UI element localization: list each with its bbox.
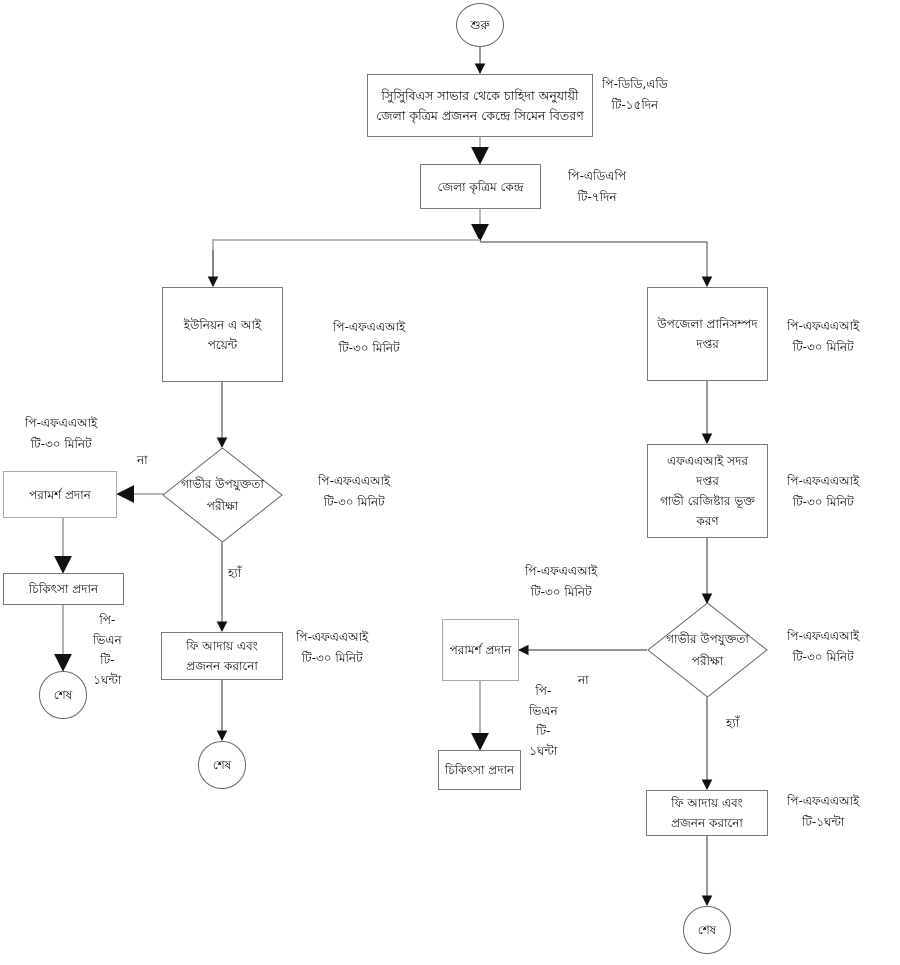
start-label: শুরু	[470, 18, 490, 32]
annotation-union-ai-person: পি-এফএএআই	[333, 320, 406, 334]
annotation-right-check: পি-এফএএআই টি-৩০ মিনিট	[787, 626, 859, 668]
annotation-faai-office: পি-এফএএআই টি-৩০ মিনিট	[787, 471, 859, 513]
faai-office-line-2: দপ্তর	[696, 474, 719, 488]
union-ai-line-1: ইউনিয়ন এ আই	[183, 317, 262, 332]
right-end-node[interactable]: শেষ	[683, 906, 731, 954]
annotation-left-treat-t: টি-	[100, 653, 115, 667]
annotation-left-check-person: পি-এফএএআই	[318, 474, 391, 488]
left-treat-node[interactable]: চিকিৎসা প্রদান	[3, 573, 124, 605]
annotation-faai-office-time: টি-৩০ মিনিট	[792, 495, 854, 509]
right-check-line-1: গাভীর উপযুক্ততা	[666, 632, 749, 646]
upazila-line-2: দপ্তর	[696, 337, 719, 351]
annotation-left-treat-person: ভিএন	[93, 633, 122, 647]
left-fee-line-1: ফি আদায় এবং	[186, 639, 258, 653]
right-end-label: শেষ	[697, 923, 717, 937]
annotation-right-treat-t: টি-	[536, 724, 551, 738]
edge-split-union	[212, 239, 480, 286]
annotation-supply-time: টি-১৫দিন	[611, 98, 659, 112]
annotation-left-fee-time: টি-৩০ মিনিট	[301, 651, 363, 665]
annotation-right-treat-person: ভিএন	[529, 704, 558, 718]
left-counsel-node[interactable]: পরামর্শ প্রদান	[3, 471, 117, 518]
left-check-decision[interactable]: গাভীর উপযুক্ততা পরীক্ষা	[162, 448, 283, 542]
faai-office-node[interactable]: এফএএআই সদর দপ্তর গাভী রেজিষ্টার ভূক্ত কর…	[647, 444, 768, 538]
annotation-left-counsel: পি-এফএএআই টি-৩০ মিনিট	[25, 413, 97, 455]
supply-node[interactable]: সিুসিুবিএস সাভার থেকে চাহিদা অনুযায়ী জে…	[367, 74, 593, 137]
left-treat-label: চিকিৎসা প্রদান	[28, 582, 99, 596]
annotation-right-fee-person: পি-এফএএআই	[787, 794, 860, 808]
diamond-shape	[647, 603, 768, 697]
upazila-node[interactable]: উপজেলা প্রানিসম্পদ দপ্তর	[647, 287, 768, 381]
annotation-right-treat-p: পি-	[535, 684, 552, 698]
left-fee-end-label: শেষ	[212, 758, 232, 772]
annotation-upazila: পি-এফএএআই টি-৩০ মিনিট	[787, 316, 859, 358]
annotation-left-fee-person: পি-এফএএআই	[296, 630, 369, 644]
annotation-left-check-time: টি-৩০ মিনিট	[323, 495, 385, 509]
annotation-left-check: পি-এফএএআই টি-৩০ মিনিট	[318, 471, 390, 513]
left-check-line-1: গাভীর উপযুক্ততা	[181, 477, 264, 491]
right-counsel-node[interactable]: পরামর্শ প্রদান	[442, 619, 519, 681]
district-node[interactable]: জেলা কৃত্রিম কেন্দ্র	[420, 164, 541, 209]
right-fee-line-1: ফি আদায় এবং	[671, 796, 743, 810]
annotation-upazila-time: টি-৩০ মিনিট	[792, 340, 854, 354]
edge-label-left-yes: হ্যাঁ	[228, 566, 242, 580]
faai-office-line-3: গাভী রেজিষ্টার ভূক্ত	[660, 494, 755, 508]
edge-split-upazila	[480, 241, 713, 288]
left-fee-node[interactable]: ফি আদায় এবং প্রজনন করানো	[161, 632, 283, 680]
left-end-node[interactable]: শেষ	[39, 671, 87, 719]
union-ai-node[interactable]: ইউনিয়ন এ আই পয়েন্ট	[162, 287, 283, 382]
annotation-supply: পি-ডিডি,এডি টি-১৫দিন	[602, 74, 668, 116]
annotation-right-treat-time: ১ঘন্টা	[529, 744, 558, 758]
annotation-union-ai: পি-এফএএআই টি-৩০ মিনিট	[333, 317, 405, 359]
right-treat-node[interactable]: চিকিৎসা প্রদান	[438, 750, 521, 790]
union-ai-line-2: পয়েন্ট	[207, 337, 238, 352]
right-treat-label: চিকিৎসা প্রদান	[444, 763, 515, 777]
left-counsel-label: পরামর্শ প্রদান	[29, 487, 91, 502]
right-check-line-2: পরীক্ষা	[691, 654, 724, 668]
left-fee-line-2: প্রজনন করানো	[186, 659, 258, 673]
right-check-decision[interactable]: গাভীর উপযুক্ততা পরীক্ষা	[647, 603, 768, 697]
annotation-left-counsel-person: পি-এফএএআই	[25, 416, 98, 430]
left-fee-end-node[interactable]: শেষ	[198, 741, 246, 789]
annotation-left-treat-time: ১ঘন্টা	[93, 673, 122, 687]
annotation-supply-person: পি-ডিডি,এডি	[602, 77, 668, 91]
start-node[interactable]: শুরু	[456, 3, 504, 47]
left-end-label: শেষ	[53, 688, 73, 702]
annotation-right-treat: পি- ভিএন টি- ১ঘন্টা	[529, 681, 558, 761]
annotation-right-check-time: টি-৩০ মিনিট	[792, 650, 854, 664]
annotation-upazila-person: পি-এফএএআই	[787, 319, 860, 333]
annotation-left-treat: পি- ভিএন টি- ১ঘন্টা	[93, 610, 122, 690]
annotation-district: পি-এডিএপি টি-৭দিন	[568, 166, 626, 208]
edge-label-left-no: না	[137, 453, 148, 467]
right-fee-line-2: প্রজনন করানো	[671, 816, 743, 830]
edge-label-right-yes: হ্যাঁ	[726, 716, 740, 730]
annotation-left-counsel-time: টি-৩০ মিনিট	[30, 437, 92, 451]
annotation-right-fee: পি-এফএএআই টি-১ঘন্টা	[787, 791, 859, 833]
annotation-left-treat-p: পি-	[99, 613, 116, 627]
annotation-faai-office-person: পি-এফএএআই	[787, 474, 860, 488]
annotation-union-ai-time: টি-৩০ মিনিট	[338, 341, 400, 355]
right-counsel-label: পরামর্শ প্রদান	[449, 643, 512, 657]
supply-line-2: জেলা কৃত্রিম প্রজনন কেন্দ্রে সিমেন বিতরণ	[376, 107, 584, 123]
diamond-shape	[162, 448, 283, 542]
annotation-district-person: পি-এডিএপি	[568, 169, 627, 183]
annotation-right-counsel-person: পি-এফএএআই	[525, 564, 598, 578]
left-check-line-2: পরীক্ষা	[206, 499, 239, 513]
right-fee-node[interactable]: ফি আদায় এবং প্রজনন করানো	[646, 790, 768, 836]
annotation-left-fee: পি-এফএএআই টি-৩০ মিনিট	[296, 627, 368, 669]
annotation-right-check-person: পি-এফএএআই	[787, 629, 860, 643]
upazila-line-1: উপজেলা প্রানিসম্পদ	[657, 317, 758, 331]
supply-line-1: সিুসিুবিএস সাভার থেকে চাহিদা অনুযায়ী	[381, 87, 579, 103]
edge-label-right-no: না	[578, 673, 589, 687]
faai-office-line-4: করণ	[696, 514, 719, 528]
annotation-district-time: টি-৭দিন	[577, 190, 617, 204]
faai-office-line-1: এফএএআই সদর	[666, 454, 749, 468]
annotation-right-fee-time: টি-১ঘন্টা	[801, 815, 845, 829]
annotation-right-counsel: পি-এফএএআই টি-৩০ মিনিট	[525, 561, 597, 603]
annotation-right-counsel-time: টি-৩০ মিনিট	[530, 585, 592, 599]
district-label: জেলা কৃত্রিম কেন্দ্র	[437, 179, 524, 194]
